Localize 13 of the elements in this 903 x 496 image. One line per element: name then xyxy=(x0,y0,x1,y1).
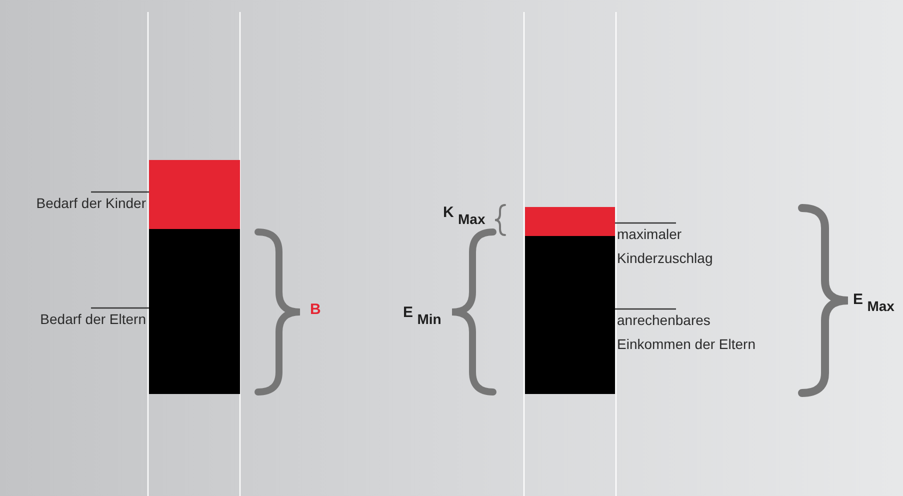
annotation-label: maximaler Kinderzuschlag xyxy=(617,222,732,270)
leader-line xyxy=(615,222,676,224)
bar-segment xyxy=(525,236,615,394)
leader-line xyxy=(91,191,149,193)
brace-label: B xyxy=(310,301,321,318)
annotation-label: Bedarf der Kinder xyxy=(4,191,146,215)
annotation-label: anrechenbares Einkommen der Eltern xyxy=(617,308,767,356)
bar-segment xyxy=(525,207,615,236)
leader-line xyxy=(615,308,676,310)
leader-line xyxy=(91,307,149,309)
bar-segment xyxy=(149,229,240,394)
bar-segment xyxy=(149,160,240,229)
annotation-label: Bedarf der Eltern xyxy=(4,307,146,331)
